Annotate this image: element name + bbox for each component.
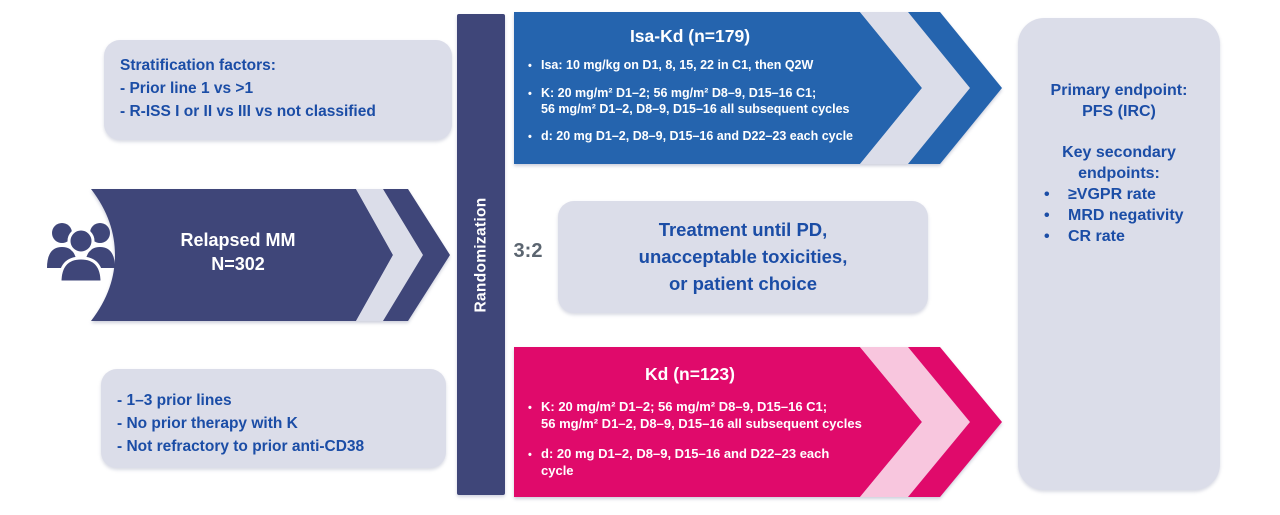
isa-kd-bullet-2: K: 20 mg/m² D1–2; 56 mg/m² D8–9, D15–16 …	[528, 85, 864, 117]
randomization-label: Randomization	[472, 197, 490, 312]
treatment-text: Treatment until PD, unacceptable toxicit…	[638, 219, 848, 294]
stratification-item-2: - R-ISS I or II vs III vs not classified	[120, 103, 376, 120]
randomization-ratio: 3:2	[513, 240, 543, 262]
eligibility-item-2: - No prior therapy with K	[117, 415, 298, 432]
primary-endpoint-value: PFS (IRC)	[1082, 103, 1156, 120]
endpoints-box: Primary endpoint: PFS (IRC) Key secondar…	[1018, 18, 1220, 490]
kd-arm-bullets: K: 20 mg/m² D1–2; 56 mg/m² D8–9, D15–16 …	[528, 398, 864, 479]
kd-bullet-2: d: 20 mg D1–2, D8–9, D15–16 and D22–23 e…	[528, 445, 864, 479]
secondary-endpoints-title: Key secondary endpoints:	[1062, 144, 1176, 182]
kd-arrow-shape	[514, 347, 1002, 497]
bullet-icon	[528, 398, 541, 432]
population-label: Relapsed MM N=302	[180, 230, 296, 274]
stratification-box: Stratification factors: - Prior line 1 v…	[104, 40, 452, 140]
eligibility-box: - 1–3 prior lines - No prior therapy wit…	[101, 369, 446, 468]
isa-kd-bullet-1: Isa: 10 mg/kg on D1, 8, 15, 22 in C1, th…	[528, 57, 864, 74]
primary-endpoint-title: Primary endpoint:	[1050, 82, 1188, 99]
secondary-endpoint-2: MRD negativity	[1042, 205, 1208, 226]
population-arrow: Relapsed MM N=302	[88, 189, 458, 321]
stratification-title: Stratification factors:	[120, 57, 276, 74]
stratification-item-1: - Prior line 1 vs >1	[120, 80, 254, 97]
isa-kd-arm-bullets: Isa: 10 mg/kg on D1, 8, 15, 22 in C1, th…	[528, 57, 864, 145]
bullet-icon	[1042, 184, 1068, 205]
isa-kd-bullet-3: d: 20 mg D1–2, D8–9, D15–16 and D22–23 e…	[528, 128, 864, 145]
eligibility-item-1: - 1–3 prior lines	[117, 392, 232, 409]
secondary-endpoint-3: CR rate	[1042, 226, 1208, 247]
bullet-icon	[1042, 205, 1068, 226]
population-arrow-shape	[91, 189, 450, 321]
kd-bullet-1: K: 20 mg/m² D1–2; 56 mg/m² D8–9, D15–16 …	[528, 398, 864, 432]
eligibility-item-3: - Not refractory to prior anti-CD38	[117, 438, 365, 455]
randomization-bar: Randomization	[457, 14, 505, 495]
bullet-icon	[528, 445, 541, 479]
isa-kd-arm-arrow: Isa-Kd (n=179) Isa: 10 mg/kg on D1, 8, 1…	[514, 12, 1004, 164]
kd-arm-title: Kd (n=123)	[645, 364, 735, 384]
people-icon	[47, 223, 115, 284]
isa-kd-arm-title: Isa-Kd (n=179)	[629, 26, 751, 46]
spacer	[1030, 122, 1208, 142]
kd-arm-arrow: Kd (n=123) K: 20 mg/m² D1–2; 56 mg/m² D8…	[514, 347, 1004, 497]
secondary-endpoint-1: ≥VGPR rate	[1042, 184, 1208, 205]
treatment-box: Treatment until PD, unacceptable toxicit…	[558, 201, 928, 313]
bullet-icon	[528, 57, 541, 74]
isa-kd-arrow-shape	[514, 12, 1002, 164]
bullet-icon	[1042, 226, 1068, 247]
bullet-icon	[528, 128, 541, 145]
secondary-endpoints-list: ≥VGPR rate MRD negativity CR rate	[1030, 184, 1208, 247]
bullet-icon	[528, 85, 541, 117]
